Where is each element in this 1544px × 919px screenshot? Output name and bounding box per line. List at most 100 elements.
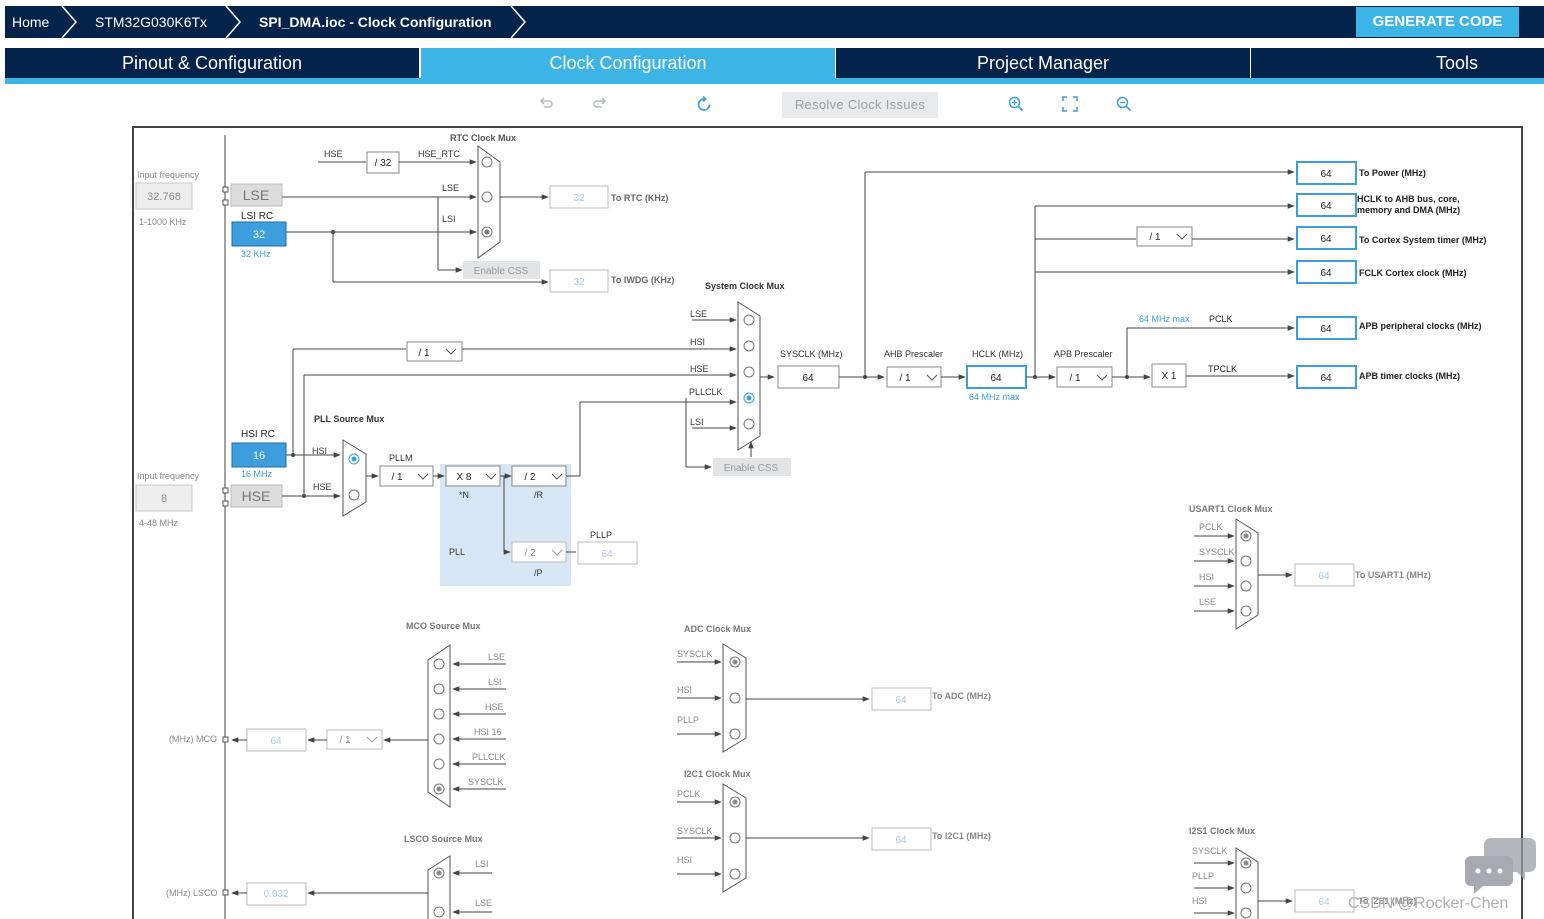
- lsi-rc-label: LSI RC: [241, 211, 273, 222]
- mco-input-pllclk: PLLCLK: [472, 752, 506, 762]
- lsco-input-lse: LSE: [475, 898, 492, 908]
- mco-input-hsi16: HSI 16: [474, 727, 502, 737]
- usart1-input-lse: LSE: [1199, 597, 1216, 607]
- pll-p-value: / 2: [524, 548, 536, 559]
- pll-r-value: / 2: [524, 472, 536, 483]
- apb-prescaler-label: APB Prescaler: [1054, 349, 1113, 359]
- mco-output-value: 64: [270, 736, 282, 747]
- lsco-output-field: [246, 882, 307, 906]
- rtc-enable-css-button[interactable]: [463, 261, 540, 279]
- hclk-label: HCLK (MHz): [972, 349, 1023, 359]
- sys-enable-css-button[interactable]: [713, 458, 791, 476]
- pll-n-label: *N: [459, 490, 469, 500]
- i2c1-input-hsi: HSI: [677, 855, 692, 865]
- mco-input-lsi: LSI: [488, 677, 502, 687]
- power-output-field[interactable]: [1296, 161, 1357, 185]
- undo-icon[interactable]: [538, 96, 554, 112]
- hse-input-field[interactable]: [135, 484, 193, 512]
- apb-peripheral-output-field[interactable]: [1296, 316, 1357, 340]
- resolve-clock-issues-button[interactable]: Resolve Clock Issues: [782, 92, 938, 118]
- lse-input-caption: Input frequency: [137, 170, 200, 180]
- zoom-out-icon[interactable]: [1116, 96, 1132, 112]
- watermark-text: CSDN @Rocker-Chen: [1348, 895, 1508, 912]
- cortex-timer-divider[interactable]: [1136, 226, 1193, 247]
- iwdg-output-label: To IWDG (KHz): [611, 275, 674, 285]
- pll-n-select[interactable]: [445, 465, 501, 487]
- tab-project-manager[interactable]: Project Manager: [976, 53, 1110, 73]
- rtc-hse-rtc-label: HSE_RTC: [418, 149, 460, 159]
- sysmux-input-lse: LSE: [690, 309, 707, 319]
- mco-divider[interactable]: [326, 729, 383, 750]
- lse-input-field[interactable]: [135, 182, 193, 210]
- ahb-prescaler-select[interactable]: [886, 366, 942, 388]
- lse-oscillator: [230, 183, 283, 207]
- hclk-value: 64: [990, 373, 1002, 384]
- usart1-mux-title: USART1 Clock Mux: [1189, 504, 1273, 514]
- mco-input-hse: HSE: [485, 702, 504, 712]
- hsi-rc-value: 16: [253, 450, 265, 462]
- cortex-timer-output-value: 64: [1320, 234, 1332, 245]
- mco-source-mux[interactable]: [427, 644, 451, 808]
- i2c1-input-sysclk: SYSCLK: [677, 826, 713, 836]
- cortex-timer-output-label: To Cortex System timer (MHz): [1359, 235, 1486, 245]
- apb-timer-output-field[interactable]: [1296, 365, 1357, 389]
- lse-input-range: 1-1000 KHz: [139, 217, 187, 227]
- power-output-label: To Power (MHz): [1359, 168, 1426, 178]
- pllp-output-value: 64: [601, 549, 613, 560]
- zoom-in-icon[interactable]: [1008, 96, 1024, 112]
- tab-pinout-configuration[interactable]: Pinout & Configuration: [121, 53, 303, 73]
- fclk-output-label: FCLK Cortex clock (MHz): [1359, 268, 1467, 278]
- usart1-output-label: To USART1 (MHz): [1355, 570, 1431, 580]
- hsi-rc-label: HSI RC: [241, 429, 275, 440]
- breadcrumb-page: SPI_DMA.ioc - Clock Configuration: [259, 14, 492, 30]
- pll-p-select[interactable]: [511, 541, 567, 563]
- clock-outputs: 64 To Power (MHz) 64 HCLK to AHB bus, co…: [1296, 161, 1486, 389]
- tab-clock-configuration[interactable]: Clock Configuration: [421, 48, 835, 84]
- apb-peripheral-output-value: 64: [1320, 324, 1332, 335]
- breadcrumb-bar: Home STM32G030K6Tx SPI_DMA.ioc - Clock C…: [5, 6, 1544, 38]
- sysclk-label: SYSCLK (MHz): [780, 349, 843, 359]
- lsco-mux-title: LSCO Source Mux: [404, 834, 483, 844]
- i2s1-output-field: [1294, 889, 1355, 913]
- pll-source-mux[interactable]: [342, 439, 367, 517]
- hclk-ahb-output-field[interactable]: [1296, 193, 1357, 217]
- apb-timer-output-value: 64: [1320, 373, 1332, 384]
- hsi-sysclk-divider[interactable]: [406, 341, 463, 362]
- pll-src-hse-label: HSE: [313, 482, 332, 492]
- fclk-output-field[interactable]: [1296, 260, 1357, 284]
- refresh-icon[interactable]: [696, 96, 713, 113]
- usart1-clock-mux[interactable]: [1235, 518, 1259, 630]
- lsco-source-mux[interactable]: [427, 855, 451, 919]
- breadcrumb-home[interactable]: Home: [12, 14, 50, 30]
- cortex-timer-output-field[interactable]: [1296, 226, 1357, 250]
- fit-screen-icon[interactable]: [1062, 96, 1078, 112]
- breadcrumb-device[interactable]: STM32G030K6Tx: [95, 14, 208, 30]
- sys-enable-css-label: Enable CSS: [724, 463, 779, 474]
- hsi-sysclk-divider-value: / 1: [418, 348, 430, 359]
- sysmux-input-pllclk: PLLCLK: [689, 387, 723, 397]
- rtc-output-label: To RTC (KHz): [611, 193, 668, 203]
- tab-divider: [835, 48, 836, 78]
- apb-prescaler-select[interactable]: [1056, 366, 1113, 388]
- apb-timer-multiplier-value: X 1: [1161, 371, 1176, 382]
- adc-output-field: [871, 687, 932, 711]
- pll-r-select[interactable]: [511, 465, 567, 487]
- pllm-select[interactable]: [379, 465, 434, 487]
- fclk-output-value: 64: [1320, 268, 1332, 279]
- sysmux-input-lsi: LSI: [690, 417, 704, 427]
- generate-code-button[interactable]: GENERATE CODE: [1356, 7, 1519, 37]
- lsi-rc-box[interactable]: [231, 221, 287, 247]
- adc-mux-title: ADC Clock Mux: [684, 624, 751, 634]
- apb-max: 64 MHz max: [1139, 314, 1190, 324]
- hclk-ahb-output-value: 64: [1320, 201, 1332, 212]
- tab-divider: [419, 48, 421, 78]
- tab-tools[interactable]: Tools: [1435, 53, 1479, 73]
- rtc-enable-css-label: Enable CSS: [474, 266, 529, 277]
- hse-input-range: 4-48 MHz: [139, 518, 179, 528]
- hse-input-value: 8: [161, 493, 167, 505]
- ahb-prescaler-label: AHB Prescaler: [884, 349, 943, 359]
- usart1-input-pclk: PCLK: [1199, 522, 1223, 532]
- redo-icon[interactable]: [592, 96, 608, 112]
- pll-p-label: /P: [534, 568, 543, 578]
